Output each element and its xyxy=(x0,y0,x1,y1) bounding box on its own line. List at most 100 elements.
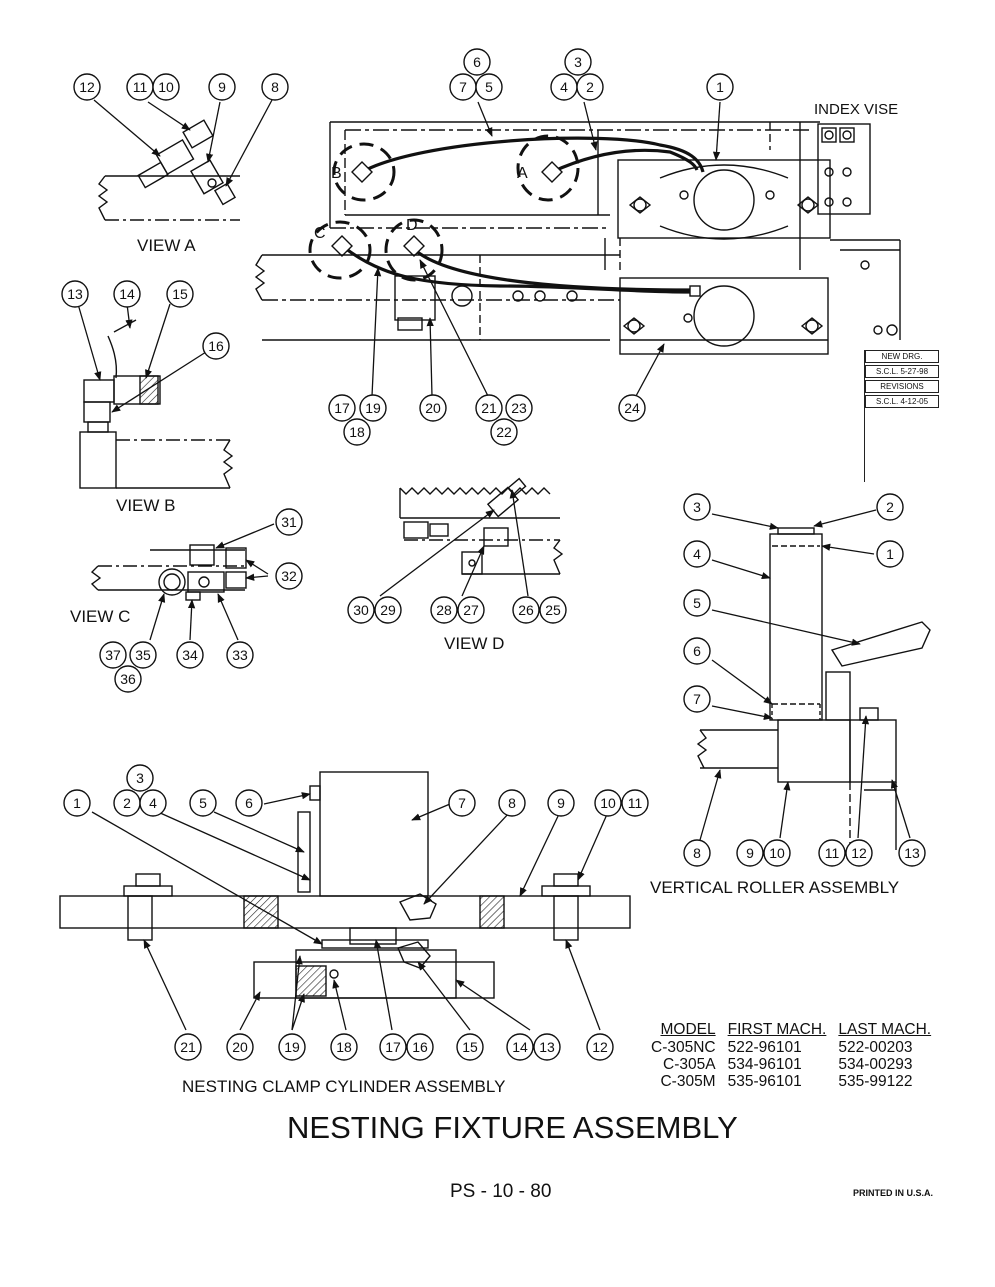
fitting-markers xyxy=(331,161,563,257)
balloon: 10 xyxy=(594,789,622,817)
svg-text:11: 11 xyxy=(628,795,643,811)
nesting-clamp-drawing xyxy=(59,771,631,999)
balloon: 33 xyxy=(226,641,254,669)
balloon: 36 xyxy=(114,665,142,693)
first-mach-cell: 535-96101 xyxy=(727,1073,802,1090)
balloon: 4 xyxy=(550,73,578,101)
svg-text:13: 13 xyxy=(539,1039,555,1055)
balloon: 18 xyxy=(343,418,371,446)
svg-text:16: 16 xyxy=(412,1039,428,1055)
leader-lines xyxy=(77,99,911,1031)
model-table: MODEL FIRST MACH. LAST MACH. C-305NC 522… xyxy=(651,1021,937,1090)
svg-text:5: 5 xyxy=(693,595,701,611)
balloon: 10 xyxy=(763,839,791,867)
svg-text:34: 34 xyxy=(182,647,198,663)
svg-text:21: 21 xyxy=(481,400,497,416)
balloon: 16 xyxy=(202,332,230,360)
svg-text:32: 32 xyxy=(281,568,297,584)
table-row: C-305M 535-96101 535-99122 xyxy=(651,1073,937,1090)
svg-text:8: 8 xyxy=(271,79,279,95)
balloon: 20 xyxy=(226,1033,254,1061)
svg-text:20: 20 xyxy=(425,400,441,416)
svg-text:1: 1 xyxy=(716,79,724,95)
balloon: 34 xyxy=(176,641,204,669)
svg-text:3: 3 xyxy=(693,499,701,515)
lower-vise-drawing xyxy=(254,249,900,355)
balloon: 9 xyxy=(736,839,764,867)
svg-text:1: 1 xyxy=(73,795,81,811)
balloon: 12 xyxy=(586,1033,614,1061)
balloon: 26 xyxy=(512,596,540,624)
detail-circles xyxy=(308,134,580,282)
svg-text:19: 19 xyxy=(284,1039,300,1055)
balloon: 27 xyxy=(457,596,485,624)
balloon: 6 xyxy=(235,789,263,817)
svg-text:7: 7 xyxy=(458,795,466,811)
balloon: 9 xyxy=(547,789,575,817)
svg-text:7: 7 xyxy=(693,691,701,707)
balloon: 2 xyxy=(876,493,904,521)
svg-text:7: 7 xyxy=(459,79,467,95)
svg-text:20: 20 xyxy=(232,1039,248,1055)
revision-cell: NEW DRG. xyxy=(865,350,939,363)
balloon: 21 xyxy=(475,394,503,422)
svg-text:1: 1 xyxy=(886,546,894,562)
balloon: 11 xyxy=(818,839,846,867)
last-mach-cell: 534-00293 xyxy=(838,1056,913,1073)
balloon: 6 xyxy=(683,637,711,665)
balloons: 12 11 10 9 8 6 7 5 3 4 2 1 13 14 15 16 1… xyxy=(61,48,926,1061)
svg-text:6: 6 xyxy=(693,643,701,659)
detail-letter-d: D xyxy=(406,217,418,234)
table-row: C-305NC 522-96101 522-00203 xyxy=(651,1039,937,1056)
detail-letters: B A C D xyxy=(314,165,528,242)
svg-text:12: 12 xyxy=(79,79,95,95)
first-mach-cell: 534-96101 xyxy=(727,1056,802,1073)
model-header: MODEL xyxy=(660,1021,716,1038)
balloon: 1 xyxy=(63,789,91,817)
balloon: 18 xyxy=(330,1033,358,1061)
revision-cell: S.C.L. 4-12-05 xyxy=(865,395,939,408)
balloon: 15 xyxy=(166,280,194,308)
svg-text:3: 3 xyxy=(136,770,144,786)
balloon: 1 xyxy=(706,73,734,101)
balloon: 14 xyxy=(506,1033,534,1061)
svg-text:35: 35 xyxy=(135,647,151,663)
nesting-clamp-label: NESTING CLAMP CYLINDER ASSEMBLY xyxy=(182,1077,506,1096)
balloon: 13 xyxy=(898,839,926,867)
balloon: 8 xyxy=(498,789,526,817)
svg-text:9: 9 xyxy=(557,795,565,811)
balloon: 5 xyxy=(475,73,503,101)
balloon: 7 xyxy=(683,685,711,713)
model-cell: C-305M xyxy=(660,1073,716,1090)
balloon: 8 xyxy=(261,73,289,101)
balloon: 19 xyxy=(359,394,387,422)
svg-text:29: 29 xyxy=(380,602,396,618)
view-d-drawing xyxy=(399,477,564,575)
svg-text:9: 9 xyxy=(218,79,226,95)
svg-text:9: 9 xyxy=(746,845,754,861)
revision-cell: REVISIONS xyxy=(865,380,939,393)
svg-text:17: 17 xyxy=(385,1039,401,1055)
index-vise-drawing xyxy=(329,121,901,340)
svg-text:26: 26 xyxy=(518,602,534,618)
svg-text:10: 10 xyxy=(769,845,785,861)
page-number: PS - 10 - 80 xyxy=(450,1181,552,1202)
balloon: 12 xyxy=(845,839,873,867)
svg-text:13: 13 xyxy=(67,286,83,302)
svg-text:19: 19 xyxy=(365,400,381,416)
svg-text:31: 31 xyxy=(281,514,297,530)
svg-text:18: 18 xyxy=(336,1039,352,1055)
balloon: 7 xyxy=(449,73,477,101)
svg-text:2: 2 xyxy=(886,499,894,515)
view-c-label: VIEW C xyxy=(70,607,131,626)
balloon: 3 xyxy=(564,48,592,76)
svg-text:23: 23 xyxy=(511,400,527,416)
svg-text:36: 36 xyxy=(120,671,136,687)
model-cell: C-305NC xyxy=(651,1039,716,1056)
balloon: 2 xyxy=(113,789,141,817)
svg-text:10: 10 xyxy=(600,795,616,811)
balloon: 28 xyxy=(430,596,458,624)
balloon: 23 xyxy=(505,394,533,422)
detail-letter-a: A xyxy=(517,165,528,182)
